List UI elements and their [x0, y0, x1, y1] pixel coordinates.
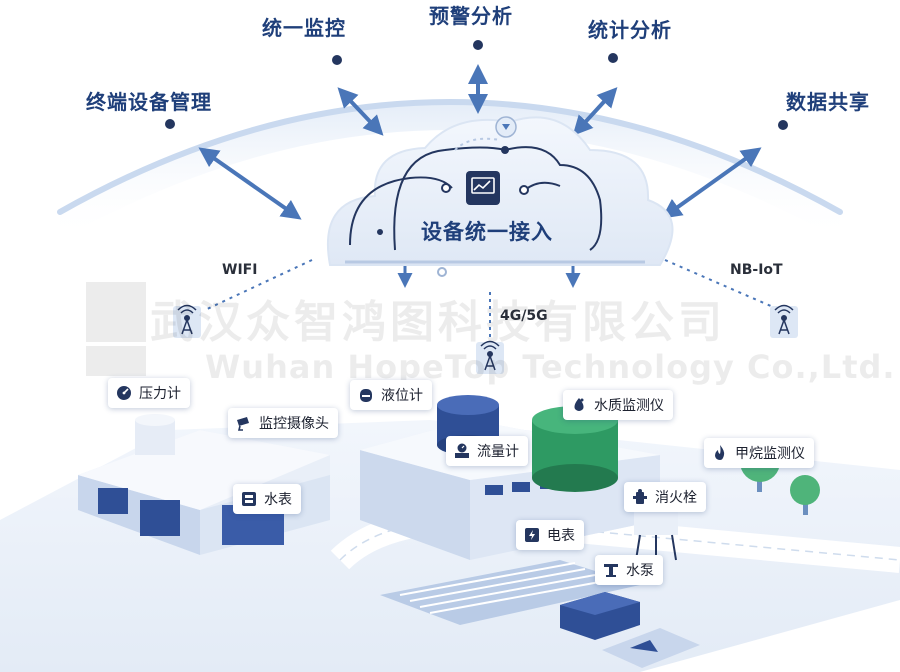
- center-platform-label: 设备统一接入: [421, 220, 553, 244]
- flowmeter-icon: [453, 442, 471, 460]
- callout-electric-meter: 电表: [516, 520, 584, 550]
- chart-monitor-icon: [466, 171, 500, 205]
- callout-label: 水泵: [626, 563, 654, 579]
- callout-flow-meter: 流量计: [446, 436, 528, 466]
- callout-fire-hydrant: 消火栓: [624, 482, 706, 512]
- electric-meter-icon: [523, 526, 541, 544]
- arc-nodes: [165, 40, 788, 130]
- drop-icon: [570, 396, 588, 414]
- callout-water-pump: 水泵: [595, 555, 663, 585]
- pipe-rack: [380, 560, 640, 625]
- label-nbiot: NB-IoT: [730, 262, 783, 278]
- label-4g5g: 4G/5G: [500, 308, 548, 324]
- wifi-antenna-icon: [173, 304, 201, 338]
- callout-label: 水表: [264, 492, 292, 508]
- label-wifi: WIFI: [222, 262, 258, 278]
- callout-label: 水质监测仪: [594, 398, 664, 414]
- callout-label: 消火栓: [655, 490, 697, 506]
- tank-icon: [357, 386, 375, 404]
- road-arrow-sign: [602, 628, 700, 668]
- callout-label: 监控摄像头: [259, 416, 329, 432]
- gauge-icon: [115, 384, 133, 402]
- cloud-down-arrows: [397, 266, 581, 340]
- callout-label: 流量计: [477, 444, 519, 460]
- callout-camera: 监控摄像头: [228, 408, 338, 438]
- label-unified-monitoring: 统一监控: [262, 16, 346, 40]
- label-warning-analysis: 预警分析: [429, 4, 513, 28]
- flame-icon: [711, 444, 729, 462]
- label-terminal-device-management: 终端设备管理: [86, 90, 212, 114]
- network-lines: [204, 259, 781, 311]
- callout-water-quality-monitor: 水质监测仪: [563, 390, 673, 420]
- callout-pressure-gauge: 压力计: [108, 378, 190, 408]
- nbiot-antenna-icon: [770, 304, 798, 338]
- callout-label: 液位计: [381, 388, 423, 404]
- callout-label: 甲烷监测仪: [735, 446, 805, 462]
- callout-label: 电表: [547, 528, 575, 544]
- callout-label: 压力计: [139, 386, 181, 402]
- watermark-cn: 武汉众智鸿图科技有限公司: [150, 297, 726, 348]
- label-statistical-analysis: 统计分析: [588, 18, 672, 42]
- cellular-antenna-icon: [476, 340, 504, 374]
- arc-arrows: [198, 64, 762, 220]
- callout-level-gauge: 液位计: [350, 380, 432, 410]
- camera-icon: [235, 414, 253, 432]
- water-meter-icon: [240, 490, 258, 508]
- pump-icon: [602, 561, 620, 579]
- truck: [560, 592, 640, 640]
- callout-methane-monitor: 甲烷监测仪: [704, 438, 814, 468]
- label-data-sharing: 数据共享: [786, 90, 870, 114]
- water-tank-green: [532, 406, 618, 492]
- callout-water-meter: 水表: [233, 484, 301, 514]
- hydrant-icon: [631, 488, 649, 506]
- factory-building-left: [78, 414, 330, 555]
- watermark-en: Wuhan HopeTop Technology Co.,Ltd.: [205, 348, 896, 386]
- company-logo-watermark: [86, 282, 146, 376]
- cloud-platform: [326, 116, 674, 277]
